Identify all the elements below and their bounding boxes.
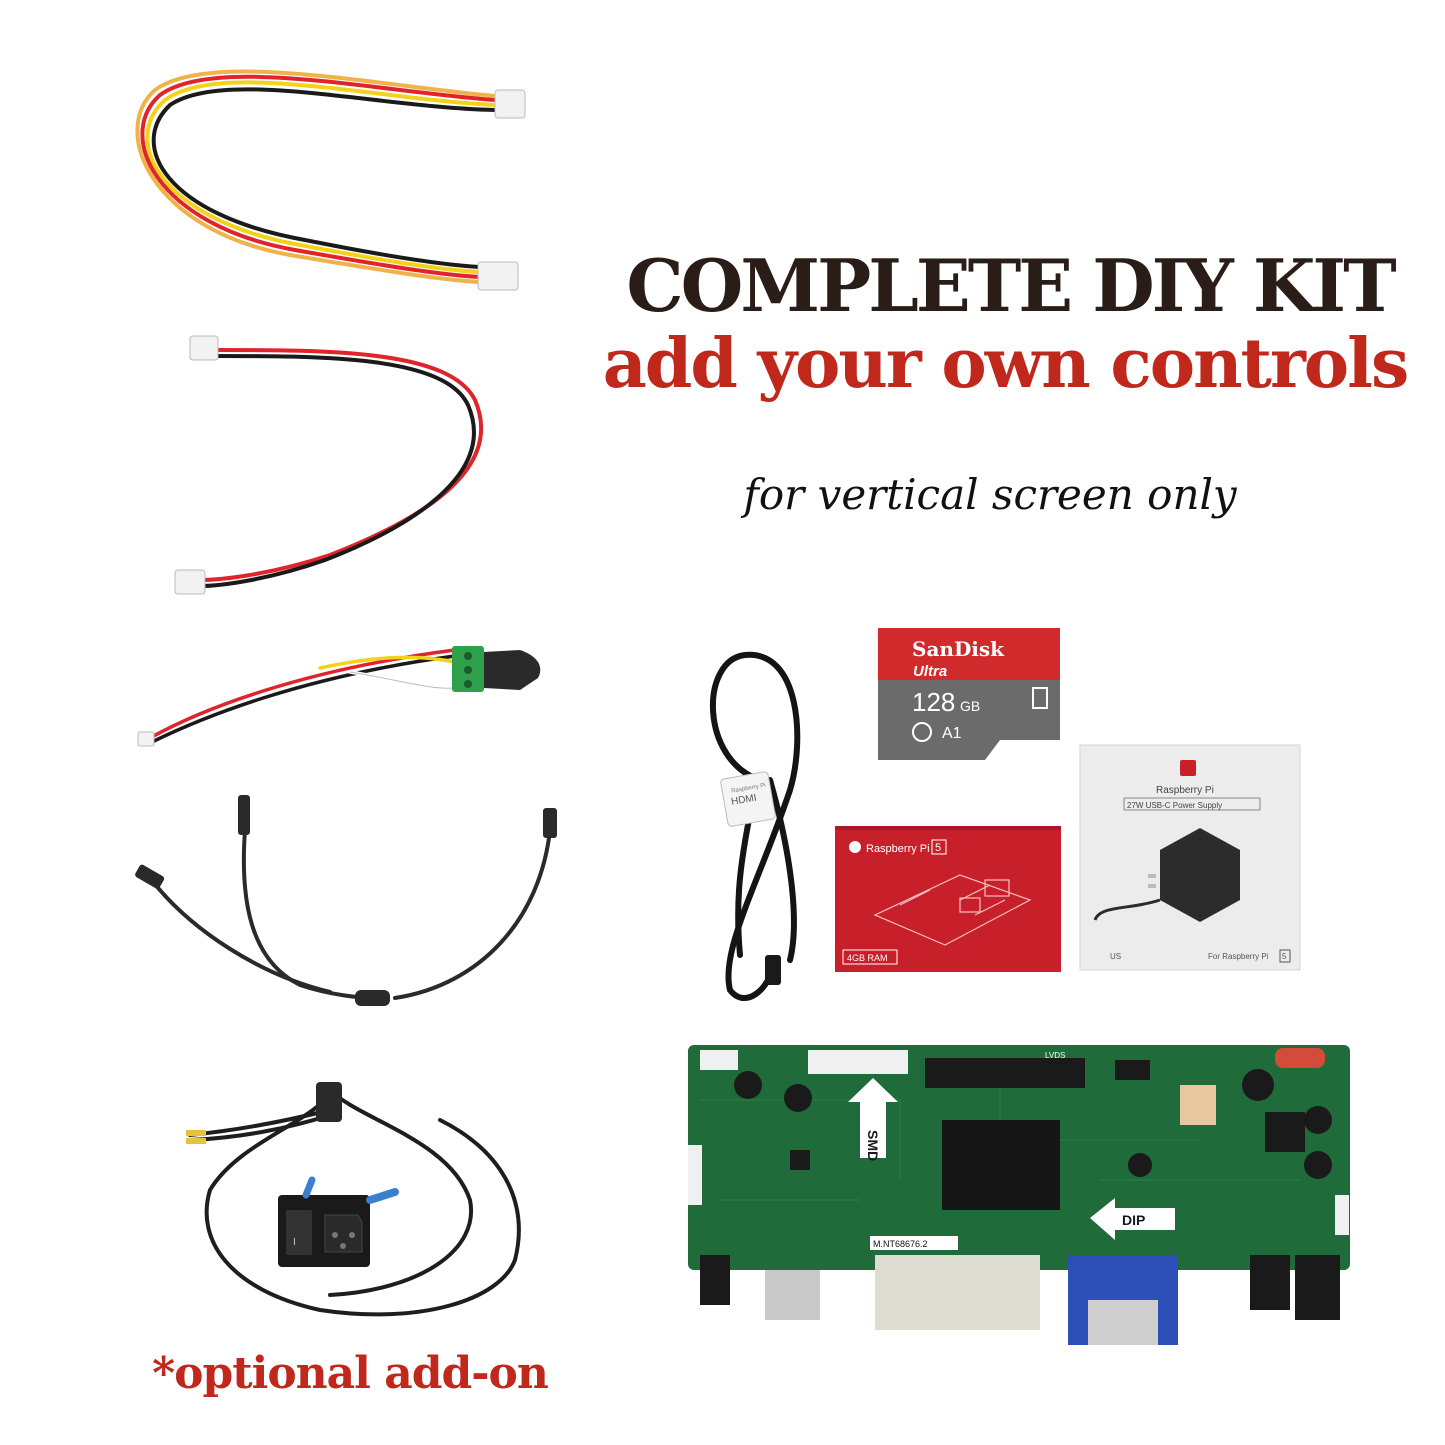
subheadline: add your own controls [602,324,1410,404]
sd-brand: SanDisk [912,637,1005,661]
sd-line: Ultra [913,663,947,680]
power-box-footer: For Raspberry Pi [1208,952,1269,961]
sd-class: A1 [942,725,962,742]
optional-addon-label: *optional add-on [152,1348,549,1399]
power-box-product: 27W USB-C Power Supply [1127,801,1222,810]
power-box-region: US [1110,952,1121,961]
note-text: for vertical screen only [743,470,1237,519]
board-smd-label: SMD [865,1130,881,1161]
board-model: M.NT68676.2 [873,1239,928,1249]
svg-text:I: I [293,1237,296,1248]
sd-unit: GB [960,698,980,714]
sd-capacity: 128 [912,687,955,717]
pi-box-brand: Raspberry Pi [866,843,930,855]
board-dip-label: DIP [1122,1212,1145,1228]
pi-box-model: 5 [935,842,941,854]
power-box-model: 5 [1282,952,1287,961]
hdmi-label: HDMI [730,793,757,808]
hdmi-tag: Raspberry Pi [731,783,766,795]
pi-box-ram: 4GB RAM [847,953,888,963]
power-box-brand: Raspberry Pi [1156,785,1214,796]
board-lvds-label: LVDS [1045,1051,1065,1060]
headline: COMPLETE DIY KIT [626,243,1396,328]
